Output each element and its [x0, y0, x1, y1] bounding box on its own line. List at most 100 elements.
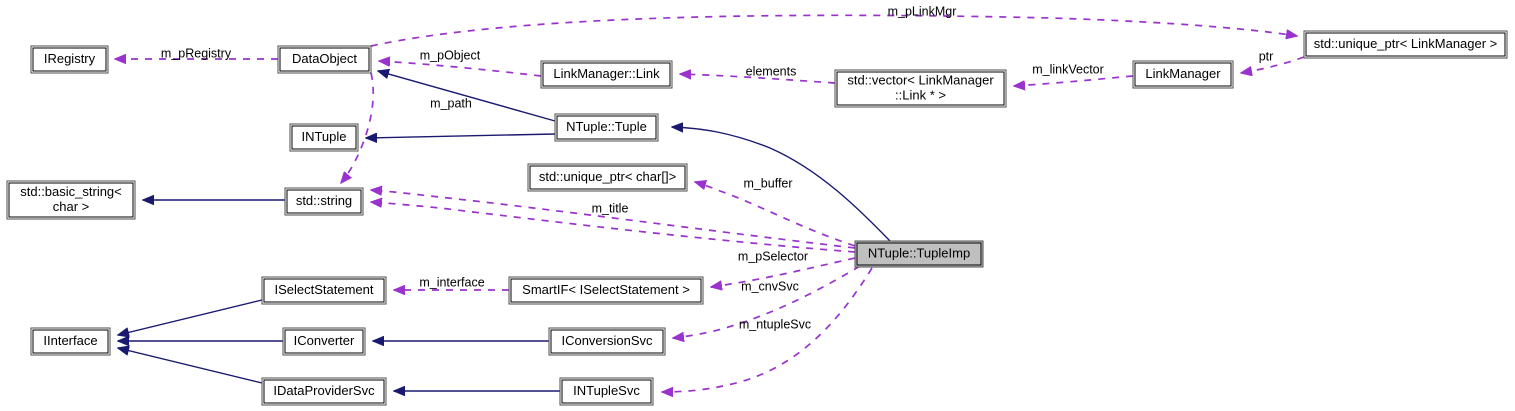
node-label-text: ISelectStatement	[275, 282, 374, 297]
node-label-text: IConversionSvc	[561, 333, 653, 348]
node-label-text: char >	[53, 199, 90, 214]
edge-label-m_interface: m_interface	[419, 275, 484, 289]
node-inner-border	[291, 125, 357, 150]
class-node-basicstring[interactable]: std::basic_string<char >	[6, 180, 136, 220]
class-node-vectorlink[interactable]: std::vector< LinkManager::Link * >	[834, 69, 1007, 108]
class-node-tupleimp[interactable]: NTuple::TupleImp	[854, 240, 984, 268]
node-inner-border	[263, 379, 385, 404]
node-outer-border	[1303, 30, 1508, 59]
class-node-iconverter[interactable]: IConverter	[282, 327, 366, 356]
edge-uniqueptrlinkmgr-linkmanager	[1241, 56, 1305, 73]
edge-linkmanagerlink-dataobject	[379, 61, 542, 77]
node-label-text: SmartIF< ISelectStatement >	[522, 282, 690, 297]
node-inner-border	[542, 62, 671, 87]
node-outer-border	[834, 69, 1007, 108]
node-label-text: std::basic_string<	[20, 184, 122, 199]
edge-tupleimp-uniqueptrlinkmgr	[370, 14, 1297, 47]
edge-dataobject-stdstring	[341, 72, 375, 183]
node-label-text: IConverter	[294, 333, 355, 348]
node-label-text: std::unique_ptr< LinkManager >	[1314, 36, 1498, 51]
node-inner-border	[510, 278, 702, 303]
node-outer-border	[282, 327, 366, 356]
class-node-stdstring[interactable]: std::string	[284, 187, 364, 216]
class-node-iselectstatement[interactable]: ISelectStatement	[261, 276, 387, 305]
node-outer-border	[508, 276, 704, 305]
class-node-iregistry[interactable]: IRegistry	[30, 45, 109, 74]
node-outer-border	[6, 180, 136, 220]
edge-label-m_pObject: m_pObject	[420, 48, 481, 62]
class-node-linkmanagerlink[interactable]: LinkManager::Link	[540, 60, 673, 89]
edge-label-elements: elements	[746, 64, 797, 78]
class-node-smartif[interactable]: SmartIF< ISelectStatement >	[508, 276, 704, 305]
node-inner-border	[1305, 32, 1506, 57]
edge-labels-layer: m_pRegistry m_pLinkMgr m_pObject elements m_…	[161, 4, 1273, 331]
edge-tupleimp-smartif	[711, 257, 856, 287]
edge-label-m_pLinkMgr: m_pLinkMgr	[888, 4, 957, 18]
node-label-text: NTuple::Tuple	[566, 119, 647, 134]
node-label-text: std::string	[296, 193, 352, 208]
class-node-linkmanager[interactable]: LinkManager	[1132, 60, 1234, 89]
node-outer-border	[261, 276, 387, 305]
node-inner-border	[284, 329, 364, 354]
class-node-intuple[interactable]: INTuple	[289, 123, 359, 152]
node-label-text: std::vector< LinkManager	[847, 72, 994, 87]
node-outer-border	[277, 45, 372, 74]
node-outer-border	[30, 327, 111, 356]
node-inner-border	[529, 165, 686, 190]
edge-tupleimp-ntupletuple	[672, 127, 891, 242]
node-label-text: NTuple::TupleImp	[868, 245, 970, 260]
node-label-text: IRegistry	[44, 51, 96, 66]
node-label-text: DataObject	[292, 51, 357, 66]
class-node-intuplesvc[interactable]: INTupleSvc	[559, 377, 654, 406]
node-inner-border	[550, 329, 664, 354]
node-label-text: IInterface	[43, 333, 97, 348]
class-node-ntupletuple[interactable]: NTuple::Tuple	[554, 113, 659, 142]
node-outer-border	[554, 113, 659, 142]
edge-linkmanager-vectorlink	[1014, 75, 1134, 86]
node-inner-border	[32, 47, 107, 72]
node-label-text: LinkManager::Link	[553, 66, 660, 81]
edge-tupleimp-stdstring-path	[371, 190, 856, 249]
edge-iselectstatement-iinterface	[118, 299, 263, 335]
edges-layer	[115, 14, 1305, 392]
edge-tupleimp-stdstring-title	[371, 202, 856, 253]
edge-idataprovidersvc-iinterface	[118, 348, 263, 384]
class-node-uniqueptrchar[interactable]: std::unique_ptr< char[]>	[527, 163, 688, 192]
edge-uniqueptrchar-tupleimp	[695, 182, 856, 247]
node-outer-border	[289, 123, 359, 152]
edge-ntupletuple-intuple	[366, 134, 556, 138]
node-inner-border	[1134, 62, 1232, 87]
node-inner-border	[32, 329, 109, 354]
class-node-idataprovidersvc[interactable]: IDataProviderSvc	[261, 377, 387, 406]
node-outer-border	[30, 45, 109, 74]
edge-vectorlink-linkmanagerlink	[680, 74, 836, 84]
node-inner-border	[556, 115, 657, 140]
node-inner-border	[856, 242, 982, 266]
node-outer-border	[527, 163, 688, 192]
class-node-dataobject[interactable]: DataObject	[277, 45, 372, 74]
node-label-text: std::unique_ptr< char[]>	[539, 169, 676, 184]
edge-label-m_pSelector: m_pSelector	[738, 249, 808, 263]
edge-label-m_title: m_title	[592, 201, 629, 215]
node-label-text: ::Link * >	[895, 87, 946, 102]
edge-label-m_ntupleSvc: m_ntupleSvc	[739, 317, 811, 331]
node-inner-border	[286, 189, 362, 214]
node-inner-border	[263, 278, 385, 303]
edge-label-m_cnvSvc: m_cnvSvc	[741, 279, 799, 293]
class-node-uniqueptrlinkmgr[interactable]: std::unique_ptr< LinkManager >	[1303, 30, 1508, 59]
node-inner-border	[836, 71, 1005, 106]
class-node-iinterface[interactable]: IInterface	[30, 327, 111, 356]
node-inner-border	[561, 379, 652, 404]
edge-label-m_pRegistry: m_pRegistry	[161, 46, 232, 60]
edge-tupleimp-iconversionsvc	[673, 265, 861, 338]
node-outer-border	[559, 377, 654, 406]
class-node-iconversionsvc[interactable]: IConversionSvc	[548, 327, 666, 356]
node-label-text: IDataProviderSvc	[273, 383, 375, 398]
node-label-text: INTuple	[301, 129, 346, 144]
node-outer-border	[540, 60, 673, 89]
edge-label-ptr: ptr	[1259, 49, 1274, 63]
edge-ntupletuple-dataobject	[378, 71, 556, 122]
node-outer-border	[548, 327, 666, 356]
node-inner-border	[8, 182, 134, 218]
